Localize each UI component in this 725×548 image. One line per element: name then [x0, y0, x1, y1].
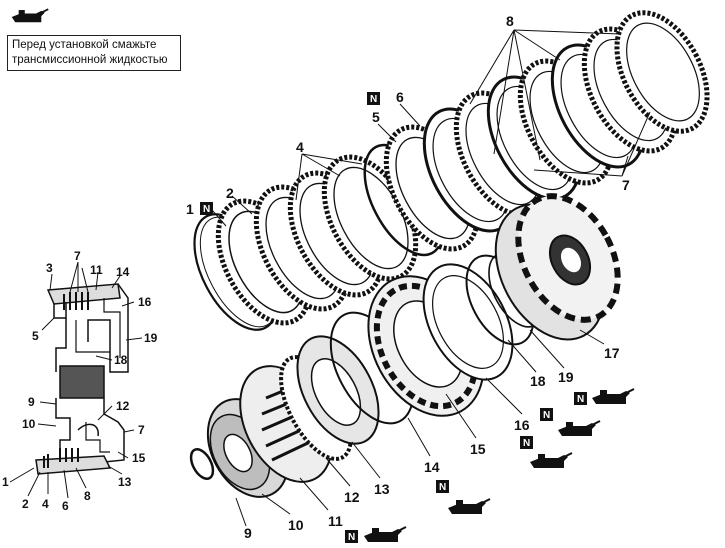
section-callout-1: 1: [2, 475, 9, 489]
part-16-piston: [422, 263, 514, 381]
new-part-label: N: [577, 394, 584, 405]
new-part-markers: N N N N N N N: [200, 92, 587, 543]
section-callout-6: 6: [62, 499, 69, 513]
callout-16: 16: [514, 417, 530, 433]
new-part-icon: N: [367, 92, 380, 105]
oil-can-icon: [529, 452, 573, 469]
part-9-snap-ring: [189, 448, 215, 480]
section-callout-19: 19: [144, 331, 158, 345]
callout-7: 7: [622, 177, 630, 193]
section-callout-7a: 7: [74, 249, 81, 263]
section-callout-14: 14: [116, 265, 130, 279]
section-callout-3: 3: [46, 261, 53, 275]
section-callout-18: 18: [114, 353, 128, 367]
callout-1: 1: [186, 201, 194, 217]
section-callout-15: 15: [132, 451, 146, 465]
section-callout-10: 10: [22, 417, 36, 431]
callout-8: 8: [506, 13, 514, 29]
callout-15: 15: [470, 441, 486, 457]
oil-can-icon: [447, 498, 491, 515]
section-callout-7b: 7: [138, 423, 145, 437]
callout-5: 5: [372, 109, 380, 125]
oil-can-icon: [557, 420, 601, 437]
new-part-label: N: [543, 410, 550, 421]
lubrication-note: Перед установкой смажьте трансмиссионной…: [7, 35, 181, 71]
note-line-2: трансмиссионной жидкостью: [12, 54, 168, 66]
section-callout-16: 16: [138, 295, 152, 309]
new-part-icon: N: [200, 202, 213, 215]
new-part-label: N: [370, 94, 377, 105]
oil-can-icon: [591, 388, 635, 405]
oil-can-icon: [10, 8, 50, 24]
callout-11: 11: [328, 513, 343, 529]
part-17-housing: [494, 193, 621, 341]
new-part-label: N: [203, 204, 210, 215]
section-callout-4: 4: [42, 497, 49, 511]
new-part-label: N: [523, 438, 530, 449]
new-part-icon: N: [574, 392, 587, 405]
oil-can-icon: [363, 526, 407, 543]
callout-17: 17: [604, 345, 620, 361]
callout-10: 10: [288, 517, 304, 533]
note-line-1: Перед установкой смажьте: [12, 39, 157, 51]
section-callout-11: 11: [90, 263, 103, 277]
new-part-label: N: [348, 532, 355, 543]
callout-4: 4: [296, 139, 304, 155]
new-part-icon: N: [540, 408, 553, 421]
section-callout-12: 12: [116, 399, 130, 413]
callout-18: 18: [530, 373, 546, 389]
callout-13: 13: [374, 481, 390, 497]
section-callout-8: 8: [84, 489, 91, 503]
section-callout-9: 9: [28, 395, 35, 409]
new-part-icon: N: [345, 530, 358, 543]
callout-2: 2: [226, 185, 234, 201]
callout-19: 19: [558, 369, 574, 385]
cross-section: [35, 283, 129, 475]
section-callout-2: 2: [22, 497, 29, 511]
new-part-icon: N: [436, 480, 449, 493]
new-part-label: N: [439, 482, 446, 493]
new-part-icon: N: [520, 436, 533, 449]
section-callout-13: 13: [118, 475, 132, 489]
callout-14: 14: [424, 459, 440, 475]
callout-6: 6: [396, 89, 404, 105]
callout-9: 9: [244, 525, 252, 541]
part-13-ring-plate: [296, 335, 380, 445]
callout-12: 12: [344, 489, 360, 505]
leader-lines: [211, 29, 651, 527]
section-leaders: [9, 261, 143, 499]
section-callout-5: 5: [32, 329, 39, 343]
